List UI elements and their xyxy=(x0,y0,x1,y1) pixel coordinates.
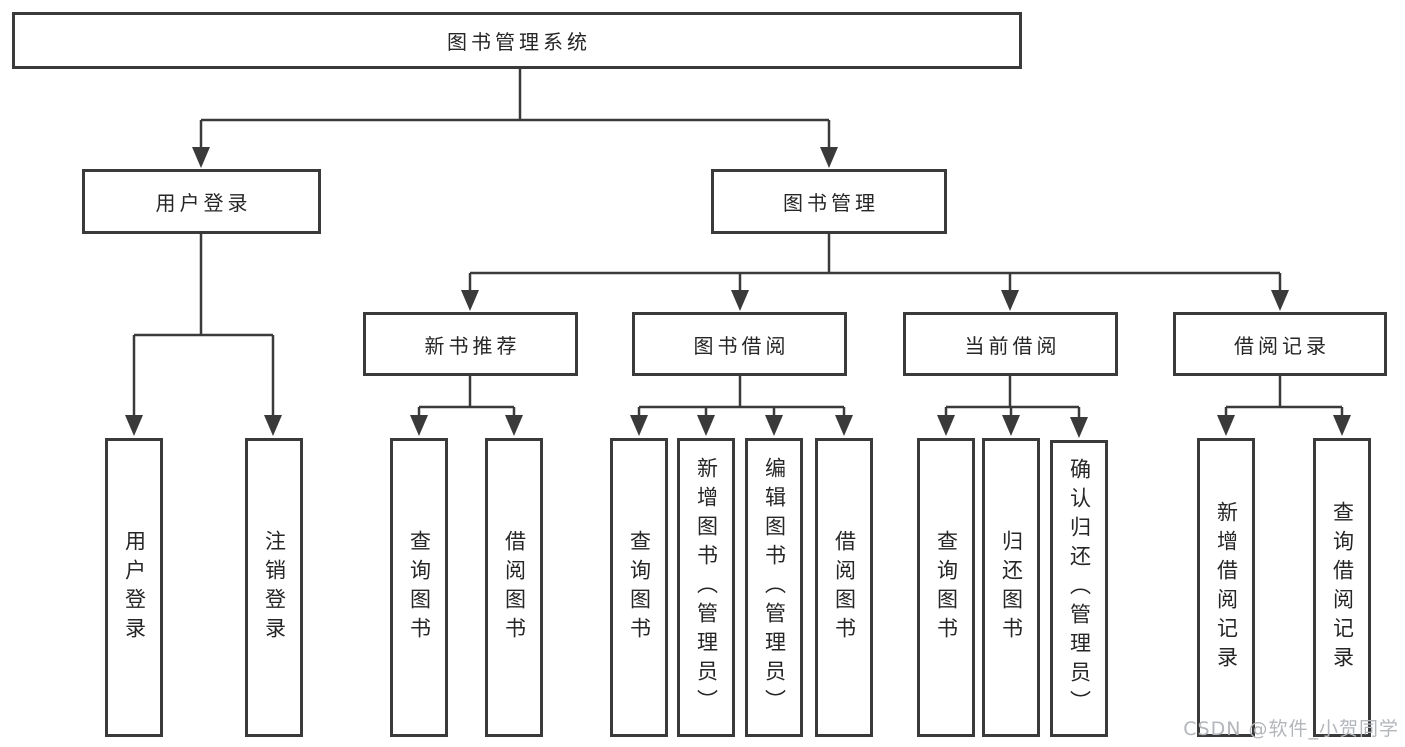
leaf-user-login-label: 用户登录 xyxy=(122,529,147,646)
arrowheads xyxy=(125,147,1351,438)
leaf-recommend-query-books: 查询图书 xyxy=(390,438,448,737)
node-borrowing-records: 借阅记录 xyxy=(1173,312,1387,376)
leaf-return-books-label: 归还图书 xyxy=(999,529,1024,646)
csdn-watermark: CSDN @软件_小贺同学 xyxy=(1183,718,1399,740)
leaf-edit-books-admin-label: 编辑图书（管理员） xyxy=(762,457,787,718)
leaf-add-borrow-record-label: 新增借阅记录 xyxy=(1214,500,1239,675)
leaf-logout: 注销登录 xyxy=(245,438,303,737)
leaf-logout-label: 注销登录 xyxy=(262,529,287,646)
node-user-login: 用户登录 xyxy=(82,169,321,234)
node-new-book-recommendation: 新书推荐 xyxy=(363,312,578,376)
node-system-root: 图书管理系统 xyxy=(12,12,1022,69)
leaf-borrowing-query-books: 查询图书 xyxy=(610,438,668,737)
leaf-query-borrow-records: 查询借阅记录 xyxy=(1313,438,1371,737)
leaf-borrow-books-label: 借阅图书 xyxy=(832,529,857,646)
leaf-borrow-books: 借阅图书 xyxy=(815,438,873,737)
leaf-return-books: 归还图书 xyxy=(982,438,1040,737)
leaf-borrowing-query-books-label: 查询图书 xyxy=(627,529,652,646)
leaf-recommend-query-books-label: 查询图书 xyxy=(407,529,432,646)
leaf-edit-books-admin: 编辑图书（管理员） xyxy=(745,438,803,737)
leaf-add-borrow-record: 新增借阅记录 xyxy=(1197,438,1255,737)
node-book-borrowing: 图书借阅 xyxy=(632,312,847,376)
leaf-current-query-books: 查询图书 xyxy=(917,438,975,737)
leaf-add-books-admin: 新增图书（管理员） xyxy=(677,438,735,737)
leaf-confirm-return-admin: 确认归还（管理员） xyxy=(1050,440,1108,737)
leaf-recommend-borrow-books-label: 借阅图书 xyxy=(502,529,527,646)
leaf-user-login: 用户登录 xyxy=(105,438,163,737)
node-current-borrowing: 当前借阅 xyxy=(903,312,1118,376)
leaf-current-query-books-label: 查询图书 xyxy=(934,529,959,646)
leaf-query-borrow-records-label: 查询借阅记录 xyxy=(1330,500,1355,675)
leaf-recommend-borrow-books: 借阅图书 xyxy=(485,438,543,737)
node-book-management: 图书管理 xyxy=(711,169,947,234)
leaf-add-books-admin-label: 新增图书（管理员） xyxy=(694,457,719,718)
leaf-confirm-return-admin-label: 确认归还（管理员） xyxy=(1067,458,1092,719)
